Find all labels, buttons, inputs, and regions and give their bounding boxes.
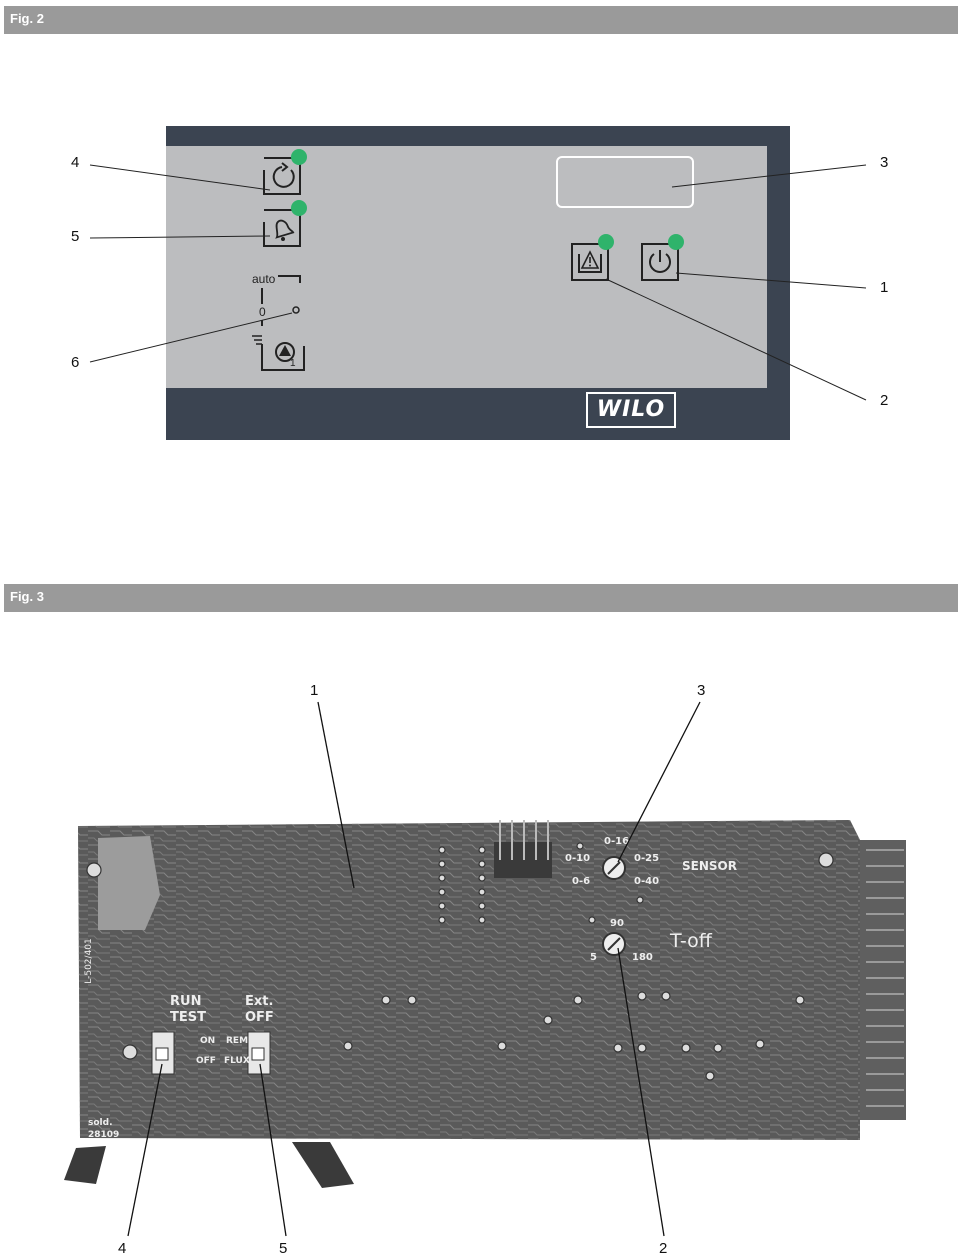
board-label-on-small: ON [200, 1036, 216, 1046]
mode-switch[interactable] [250, 268, 310, 378]
fig2-leader-lines [89, 164, 867, 401]
fig2-title: Fig. 2 [10, 11, 44, 26]
fig2-callout-2: 2 [880, 392, 889, 409]
leader-line-4 [89, 164, 271, 191]
switch-zero-label: 0 [259, 305, 266, 319]
bell-icon [263, 209, 301, 247]
fig3-leader-line-3 [617, 701, 701, 863]
fig3-callout-3: 3 [697, 682, 706, 699]
board-label-range-40: 0-40 [634, 876, 660, 887]
wilo-logo: WILO [586, 392, 676, 428]
power-icon [641, 243, 679, 281]
board-label-run: RUN [170, 994, 202, 1009]
reset-icon [263, 157, 301, 195]
alarm-led [291, 200, 307, 216]
fig3-callout-4: 4 [118, 1240, 127, 1257]
circuit-board-photo [64, 820, 906, 1188]
board-label-sensor: SENSOR [682, 859, 737, 873]
fig3-callout-1: 1 [310, 682, 319, 699]
fig2-callout-3: 3 [880, 154, 889, 171]
control-panel: auto 0 1 [166, 126, 790, 440]
fig2-callout-6: 6 [71, 354, 80, 371]
fig2-callout-5: 5 [71, 228, 80, 245]
reset-led [291, 149, 307, 165]
board-label-test: TEST [170, 1010, 206, 1025]
fig3-leader-line-5 [259, 1063, 287, 1237]
leader-line-1 [675, 272, 867, 289]
board-label-range-10: 0-10 [565, 853, 591, 864]
power-led [668, 234, 684, 250]
board-label-t180: 180 [632, 952, 653, 963]
fig3-leader-line-4 [127, 1063, 163, 1237]
reset-button[interactable] [262, 156, 302, 196]
fig3-title-bar: Fig. 3 [4, 584, 958, 612]
board-label-range-25: 0-25 [634, 853, 660, 864]
leader-line-2 [605, 278, 867, 401]
alarm-button[interactable] [262, 208, 302, 248]
board-label-ext: Ext. [245, 994, 274, 1009]
leader-line-6 [89, 312, 293, 363]
board-label-t90: 90 [610, 918, 624, 929]
switch-one-label: 1 [290, 358, 296, 369]
fig2-callout-4: 4 [71, 154, 80, 171]
board-label-rem: REM [226, 1036, 249, 1046]
board-label-off-small: OFF [196, 1056, 216, 1066]
fault-led [598, 234, 614, 250]
fig3-leader-line-2 [617, 947, 665, 1237]
fig3-title: Fig. 3 [10, 589, 44, 604]
leader-line-5 [89, 235, 271, 239]
board-label-t5: 5 [590, 952, 597, 963]
lcd-display [556, 156, 694, 208]
switch-auto-label: auto [252, 272, 276, 286]
board-label-range-16: 0-16 [604, 836, 630, 847]
power-button[interactable] [640, 242, 680, 282]
board-label-off: OFF [245, 1010, 274, 1025]
fig2-title-bar: Fig. 2 [4, 6, 958, 34]
fig3-callout-2: 2 [659, 1240, 668, 1257]
board-label-sold-code: 28109 [88, 1130, 120, 1140]
control-panel-face: auto 0 1 [166, 146, 767, 388]
leader-line-3 [671, 164, 867, 188]
fig3-leader-lines [127, 701, 701, 1237]
fig3-callout-5: 5 [279, 1240, 288, 1257]
board-label-sold: sold. [88, 1118, 113, 1128]
board-label-range-6: 0-6 [572, 876, 591, 887]
fig3-leader-line-1 [317, 701, 355, 889]
fig2-callout-1: 1 [880, 279, 889, 296]
board-label-toff: T-off [670, 930, 712, 952]
board-label-flux: FLUX [224, 1056, 250, 1066]
